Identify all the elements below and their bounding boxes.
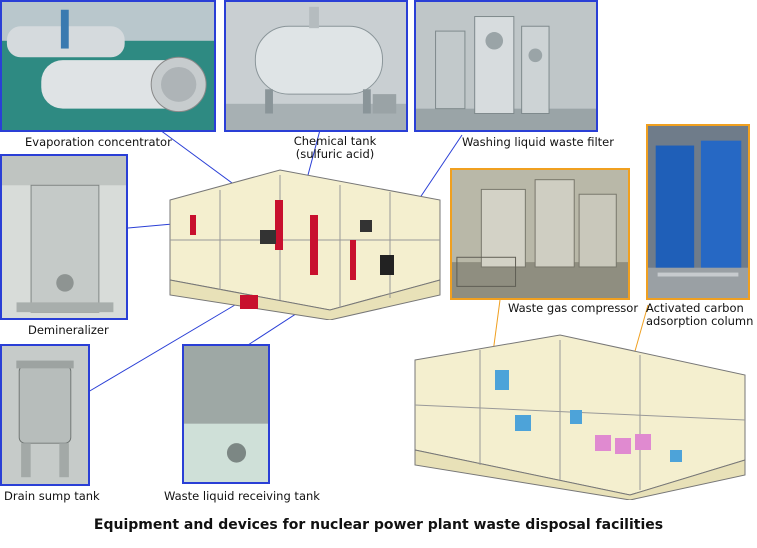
label-waste-liquid-receiving-tank: Waste liquid receiving tank bbox=[164, 489, 320, 503]
label-activated-carbon-line2: adsorption column bbox=[646, 314, 754, 328]
label-drain-sump-tank: Drain sump tank bbox=[4, 489, 100, 503]
activated-carbon-image bbox=[648, 126, 748, 298]
receiving-tank-image bbox=[184, 346, 268, 482]
facility-cutaway-lower bbox=[410, 330, 750, 501]
washing-liquid-waste-filter-photo bbox=[414, 0, 598, 132]
label-chemical-tank-line1: Chemical tank bbox=[293, 134, 377, 148]
drain-sump-tank-image bbox=[2, 346, 88, 484]
demineralizer-photo bbox=[0, 154, 128, 320]
drain-sump-tank-photo bbox=[0, 344, 90, 486]
evaporation-concentrator-photo bbox=[0, 0, 216, 132]
facility-cutaway-upper-drawing bbox=[169, 169, 441, 321]
label-evaporation-concentrator: Evaporation concentrator bbox=[25, 135, 172, 149]
chemical-tank-photo bbox=[224, 0, 408, 132]
label-washing-liquid-waste-filter: Washing liquid waste filter bbox=[462, 135, 614, 149]
evaporation-concentrator-image bbox=[2, 2, 214, 130]
waste-gas-compressor-image bbox=[452, 170, 628, 298]
label-demineralizer: Demineralizer bbox=[28, 323, 109, 337]
label-activated-carbon-column: Activated carbon adsorption column bbox=[646, 302, 753, 328]
activated-carbon-column-photo bbox=[646, 124, 750, 300]
label-chemical-tank-line2: (sulfuric acid) bbox=[295, 147, 375, 161]
figure-caption: Equipment and devices for nuclear power … bbox=[93, 517, 664, 533]
chemical-tank-image bbox=[226, 2, 406, 130]
facility-cutaway-lower-drawing bbox=[414, 334, 746, 501]
facility-cutaway-upper bbox=[160, 160, 450, 321]
label-chemical-tank: Chemical tank (sulfuric acid) bbox=[285, 135, 385, 161]
waste-liquid-receiving-tank-photo bbox=[182, 344, 270, 484]
label-activated-carbon-line1: Activated carbon bbox=[646, 301, 744, 315]
label-waste-gas-compressor: Waste gas compressor bbox=[508, 301, 639, 315]
washing-filter-image bbox=[416, 2, 596, 130]
demineralizer-image bbox=[2, 156, 126, 318]
waste-gas-compressor-photo bbox=[450, 168, 630, 300]
